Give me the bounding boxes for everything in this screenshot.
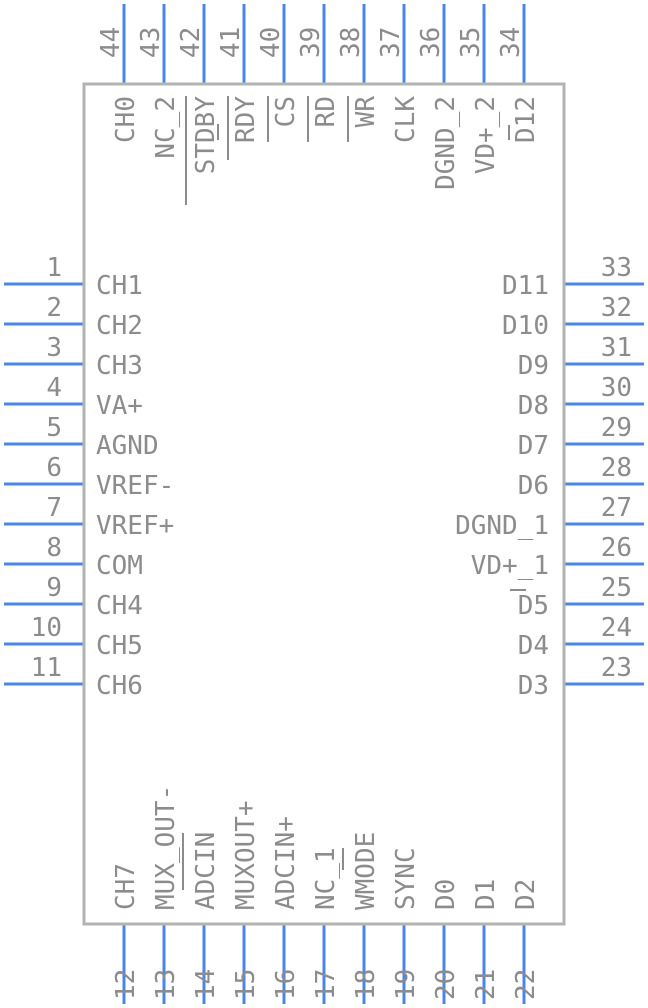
pin-name-d1: D1 [471,879,501,910]
pin-number-27: 27 [601,493,632,523]
pin-number-34: 34 [496,27,526,58]
pin-name-ch7: CH7 [111,863,141,910]
pin-number-26: 26 [601,533,632,563]
pin-number-38: 38 [336,27,366,58]
pin-name-ch3: CH3 [96,351,143,381]
pin-number-29: 29 [601,413,632,443]
pin-name-adcin: ADCIN [191,832,221,910]
pin-number-22: 22 [511,969,541,1000]
pin-number-44: 44 [96,27,126,58]
pin-number-3: 3 [46,333,62,363]
pin-number-7: 7 [46,493,62,523]
pin-name-rd: RD [311,96,341,127]
pin-name-vd-2: VD+_2 [471,96,501,174]
pin-name-nc-1: NC_1 [311,847,341,910]
pin-name-d11: D11 [502,271,549,301]
pin-name-sync: SYNC [391,847,421,910]
pin-number-30: 30 [601,373,632,403]
pin-name-rdy: RDY [231,96,261,143]
pin-name-dgnd-2: DGND_2 [431,96,461,190]
pin-number-5: 5 [46,413,62,443]
pin-number-9: 9 [46,573,62,603]
pin-number-18: 18 [351,969,381,1000]
pin-number-19: 19 [391,969,421,1000]
pin-number-36: 36 [416,27,446,58]
pin-name-clk: CLK [391,96,421,143]
pin-name-stdby: STDBY [191,96,221,175]
pin-name-muxout: MUXOUT+ [231,800,261,910]
pin-name-d7: D7 [518,431,549,461]
pin-number-28: 28 [601,453,632,483]
pin-labels: 1CH12CH23CH34VA+5AGND6VREF-7VREF+8COM9CH… [31,27,632,1000]
pin-name-vd-1: VD+_1 [471,551,549,581]
pin-number-23: 23 [601,653,632,683]
pin-name-d10: D10 [502,311,549,341]
pin-name-d6: D6 [518,471,549,501]
pin-number-11: 11 [31,653,62,683]
pin-name-vref: VREF+ [96,511,174,541]
pin-number-13: 13 [151,969,181,1000]
pin-name-nc-2: NC_2 [151,96,181,159]
pin-number-10: 10 [31,613,62,643]
pin-name-ch1: CH1 [96,271,143,301]
pin-number-33: 33 [601,253,632,283]
pin-name-d3: D3 [518,671,549,701]
pin-name-d0: D0 [431,879,461,910]
pin-number-24: 24 [601,613,632,643]
pin-name-mux-out: MUX_OUT- [151,785,181,910]
pin-lines [4,4,644,1004]
pin-name-ch6: CH6 [96,671,143,701]
ic-body [82,82,566,926]
pin-number-40: 40 [256,27,286,58]
pin-number-42: 42 [176,27,206,58]
pin-number-37: 37 [376,27,406,58]
pin-name-va: VA+ [96,391,143,421]
pin-number-35: 35 [456,27,486,58]
pin-number-12: 12 [111,969,141,1000]
pin-name-ch4: CH4 [96,591,143,621]
pin-number-17: 17 [311,969,341,1000]
pin-name-ch0: CH0 [111,96,141,143]
pin-number-39: 39 [296,27,326,58]
pin-number-31: 31 [601,333,632,363]
pin-name-agnd: AGND [96,431,159,461]
pin-name-d2: D2 [511,879,541,910]
pin-number-16: 16 [271,969,301,1000]
pin-number-21: 21 [471,969,501,1000]
pin-name-com: COM [96,551,143,581]
pin-number-4: 4 [46,373,62,403]
pin-name-adcin: ADCIN+ [271,816,301,910]
pin-name-d12: D12 [511,96,541,143]
pin-number-1: 1 [46,253,62,283]
pin-name-d5: D5 [518,591,549,621]
pin-name-vref: VREF- [96,471,174,501]
pin-name-ch2: CH2 [96,311,143,341]
pin-number-25: 25 [601,573,632,603]
pin-number-20: 20 [431,969,461,1000]
pin-number-14: 14 [191,969,221,1000]
pin-number-41: 41 [216,27,246,58]
pin-name-dgnd-1: DGND_1 [455,511,549,541]
overbar-marks [182,96,526,890]
pin-name-wr: WR [351,96,381,128]
pin-number-6: 6 [46,453,62,483]
pin-number-2: 2 [46,293,62,323]
pin-name-wmode: WMODE [351,832,381,910]
pin-name-cs: CS [271,96,301,127]
pin-name-d9: D9 [518,351,549,381]
pin-number-8: 8 [46,533,62,563]
pin-name-ch5: CH5 [96,631,143,661]
pin-number-15: 15 [231,969,261,1000]
pin-number-43: 43 [136,27,166,58]
pin-number-32: 32 [601,293,632,323]
pin-name-d8: D8 [518,391,549,421]
pin-name-d4: D4 [518,631,549,661]
